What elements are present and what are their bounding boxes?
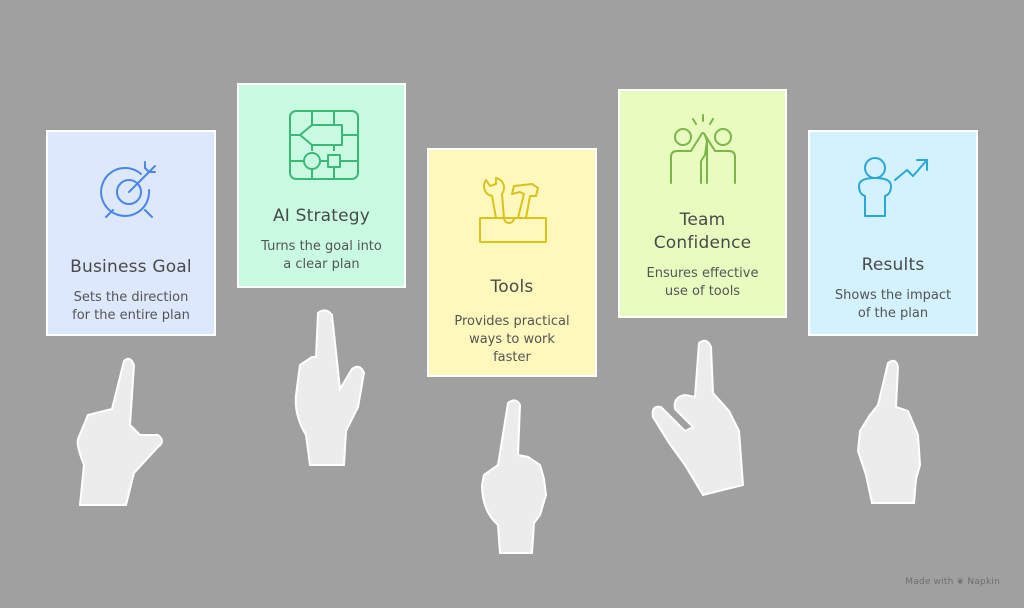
card-results: Results Shows the impact of the plan [808,130,978,336]
card-description: Shows the impact of the plan [834,288,952,321]
pointing-hand-icon [76,357,163,506]
circuit-chip-icon [288,110,359,180]
card-description: Ensures effective use of tools [646,266,759,299]
card-title: Team Confidence [653,210,752,253]
made-with-napkin-watermark: Made with ❦ Napkin [905,577,1000,587]
card-description: Provides practical ways to work faster [454,314,570,365]
person-growth-icon [858,157,928,217]
card-description: Turns the goal into a clear plan [261,239,382,272]
pointing-hand-icon [480,399,548,554]
card-ai-strategy: AI Strategy Turns the goal into a clear … [237,83,406,288]
card-title: AI Strategy [272,206,371,226]
card-title: Results [861,255,925,275]
toolbox-icon [479,177,547,243]
pointing-hand-icon [856,359,922,504]
card-business-goal: Business Goal Sets the direction for the… [46,130,216,336]
card-title: Business Goal [70,257,192,277]
pointing-hand-icon [651,339,745,497]
card-description: Sets the direction for the entire plan [72,290,190,323]
target-icon [100,161,156,218]
card-team-confidence: Team Confidence Ensures effective use of… [618,89,787,318]
card-tools: Tools Provides practical ways to work fa… [427,148,597,377]
high-five-icon [669,114,736,184]
pointing-hand-icon [294,309,366,466]
card-title: Tools [490,277,534,297]
